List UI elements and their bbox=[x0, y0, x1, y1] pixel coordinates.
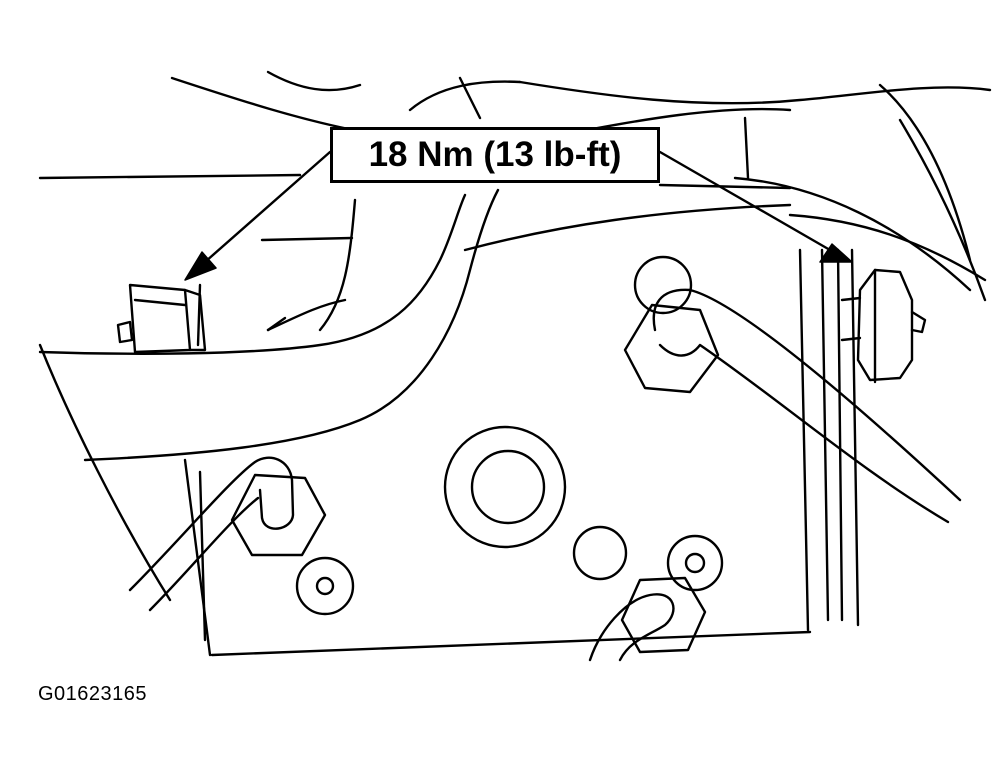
small-bosses bbox=[295, 255, 724, 616]
large-hose bbox=[38, 188, 500, 462]
left-clamp-nut bbox=[116, 283, 207, 354]
center-boss bbox=[443, 425, 567, 549]
right-bracket bbox=[820, 248, 860, 627]
tube-left bbox=[128, 456, 295, 612]
arrowhead-left bbox=[184, 251, 217, 281]
hex-nut-upper bbox=[623, 303, 720, 394]
torque-callout-label: 18 Nm (13 lb-ft) bbox=[330, 127, 660, 183]
arrowhead-right bbox=[819, 243, 853, 263]
figure-id-label: G01623165 bbox=[38, 683, 148, 705]
bracket-plate bbox=[38, 203, 812, 657]
leader-arrows bbox=[184, 150, 853, 281]
tube-right bbox=[652, 288, 962, 524]
tube-bottom bbox=[588, 593, 675, 662]
background-outlines bbox=[38, 70, 992, 302]
hex-nut-bottom bbox=[620, 576, 707, 654]
hex-nut-lower-left bbox=[230, 473, 327, 557]
right-clamp-nut bbox=[840, 268, 927, 384]
